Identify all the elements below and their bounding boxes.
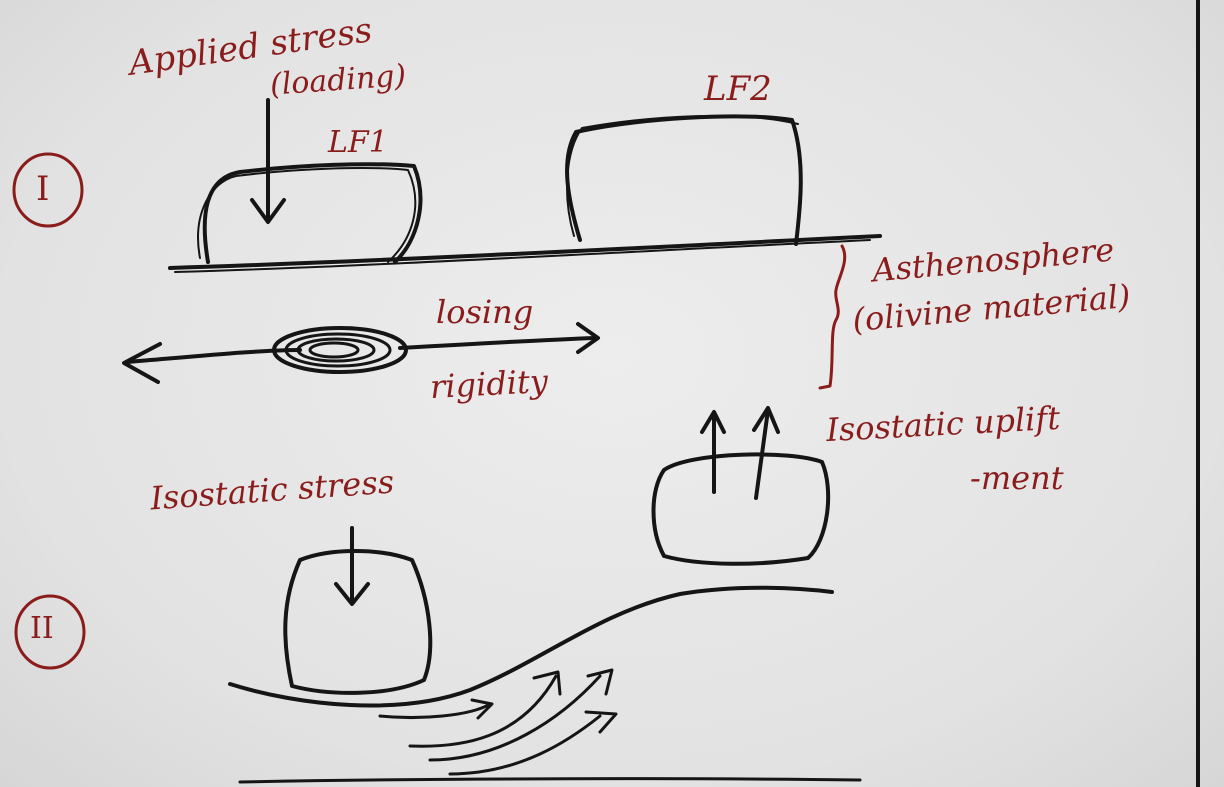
lf1-block bbox=[205, 164, 421, 262]
flow-arrow-3 bbox=[430, 676, 600, 760]
panel-2-surface bbox=[230, 588, 832, 706]
flow-arrow-4 bbox=[450, 716, 600, 774]
panel-1-baseline-trace bbox=[175, 240, 870, 272]
flow-arrow-3-head bbox=[588, 670, 612, 694]
lf2-block-trace bbox=[567, 116, 798, 236]
ment-label: -ment bbox=[970, 462, 1064, 494]
lf2-label: LF2 bbox=[704, 72, 772, 106]
panel-2-label: II bbox=[30, 614, 54, 644]
rigidity-label: rigidity bbox=[429, 365, 548, 403]
lf2-block bbox=[567, 116, 801, 244]
lf1-block-trace bbox=[198, 168, 415, 262]
panel-2-bottom-line bbox=[240, 779, 860, 782]
asthenosphere-bracket bbox=[820, 246, 845, 388]
panel-1-label: I bbox=[36, 172, 49, 206]
uplift-block bbox=[654, 454, 829, 563]
sinking-block bbox=[285, 551, 430, 693]
panel-1-baseline bbox=[170, 236, 880, 268]
lf1-label: LF1 bbox=[328, 128, 388, 158]
losing-label: losing bbox=[436, 296, 533, 328]
